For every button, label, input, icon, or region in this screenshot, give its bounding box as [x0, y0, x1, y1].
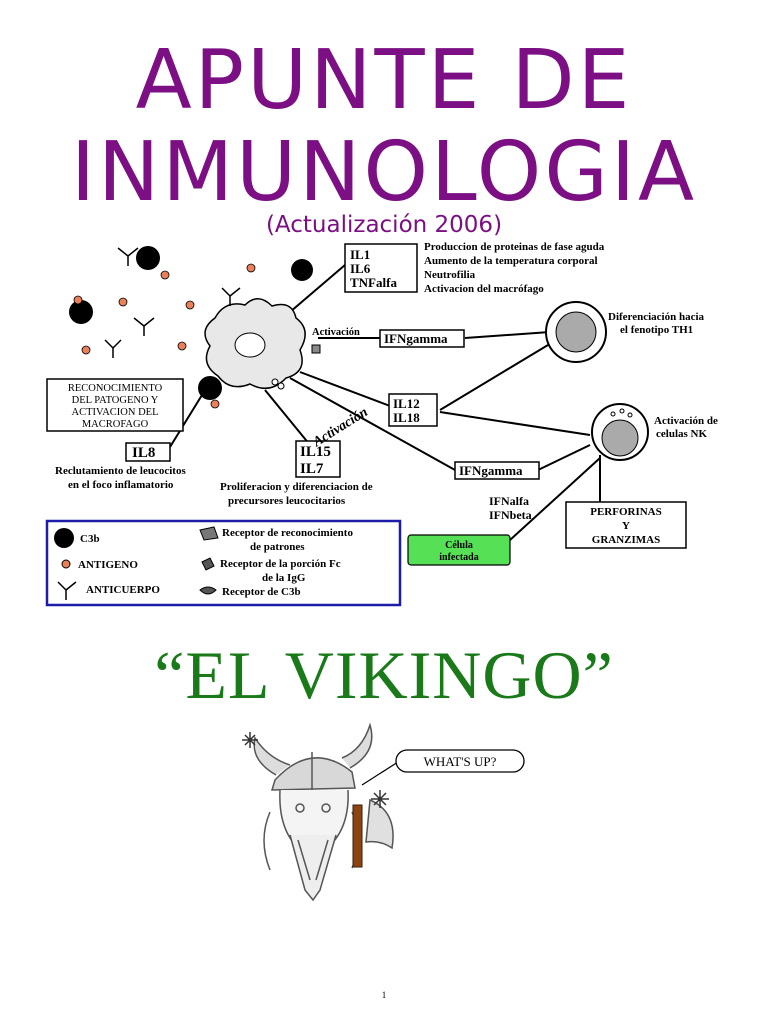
nk-label-2: celulas NK	[656, 428, 707, 440]
legend-c3b-icon	[54, 528, 74, 548]
ifnalfa-label: IFNalfa	[489, 494, 529, 508]
effect-3: Neutrofilia	[424, 269, 476, 281]
speech-text: WHAT'S UP?	[424, 754, 497, 769]
legend-antigen-icon	[61, 559, 71, 569]
legend-receptor-c3b: Receptor de C3b	[222, 586, 301, 598]
c3b-pathogen-shapes	[69, 246, 313, 400]
il8-desc-1: Reclutamiento de leucocitos	[55, 465, 186, 477]
effect-1: Produccion de proteinas de fase aguda	[424, 241, 605, 253]
title-line-2: INMUNOLOGIA	[70, 125, 698, 220]
il12-label: IL12	[393, 396, 420, 411]
th1-cell	[545, 301, 607, 363]
connector-lines	[169, 264, 601, 541]
tnfalfa-label: TNFalfa	[350, 275, 397, 290]
antibody-shapes	[104, 247, 241, 358]
axe-handle	[352, 804, 363, 868]
il6-label: IL6	[350, 261, 371, 276]
il8-desc-2: en el foco inflamatorio	[68, 479, 174, 491]
legend-pattern-receptor-icon	[199, 526, 219, 541]
legend-box	[45, 519, 402, 607]
legend: C3b ANTIGENO ANTICUERPO Receptor de reco…	[54, 526, 353, 600]
il7-label: IL7	[300, 461, 324, 477]
nk-cell	[591, 403, 649, 461]
legend-antigen-label: ANTIGENO	[78, 559, 138, 571]
speech-bubble	[395, 749, 525, 773]
nk-label-1: Activación de	[654, 415, 718, 427]
subtitle: (Actualización 2006)	[265, 212, 503, 238]
activation-label: Activación	[312, 327, 360, 338]
immunology-diagram: IL1 IL6 TNFalfa IFNgamma IL12 IL18 IFNga…	[45, 241, 718, 607]
recognition-line-3: ACTIVACION DEL	[71, 407, 158, 418]
legend-receptor-fc-2: de la IgG	[262, 572, 306, 584]
il15-desc-2: precursores leucocitarios	[228, 495, 346, 507]
perforinas-line-3: GRANZIMAS	[592, 534, 660, 546]
il8-label: IL8	[132, 445, 155, 461]
celula-infectada-box	[407, 534, 511, 566]
celula-line-1: Célula	[445, 540, 473, 551]
legend-antibody-icon	[57, 581, 77, 600]
th1-label-2: el fenotipo TH1	[620, 324, 693, 336]
effect-4: Activacion del macrófago	[424, 283, 544, 295]
recognition-line-2: DEL PATOGENO Y	[72, 395, 159, 406]
legend-receptor-patrones-1: Receptor de reconocimiento	[222, 527, 353, 539]
il18-label: IL18	[393, 410, 420, 425]
recognition-line-4: MACROFAGO	[82, 419, 149, 430]
legend-fc-receptor-icon	[201, 557, 215, 571]
legend-antibody-label: ANTICUERPO	[86, 584, 160, 596]
celula-line-2: infectada	[439, 552, 478, 563]
effect-2: Aumento de la temperatura corporal	[424, 255, 598, 267]
legend-receptor-patrones-2: de patrones	[250, 541, 305, 553]
boxes	[46, 243, 687, 549]
ifnbeta-label: IFNbeta	[489, 508, 532, 522]
legend-c3b-receptor-icon	[199, 586, 217, 595]
viking-illustration: WHAT'S UP?	[242, 722, 525, 902]
viking-title: “EL VIKINGO”	[154, 637, 614, 713]
il1-label: IL1	[350, 247, 370, 262]
page-number: 1	[381, 990, 387, 1000]
legend-receptor-fc-1: Receptor de la porción Fc	[220, 558, 341, 570]
title-line-1: APUNTE DE	[135, 33, 633, 128]
perforinas-line-2: Y	[622, 520, 630, 532]
perforinas-line-1: PERFORINAS	[590, 506, 662, 518]
antigen-shapes	[73, 263, 256, 409]
macrophage	[204, 298, 321, 390]
legend-c3b-label: C3b	[80, 533, 100, 545]
il15-desc-1: Proliferacion y diferenciacion de	[220, 481, 373, 493]
ifngamma-2-label: IFNgamma	[459, 463, 523, 478]
ifngamma-1-label: IFNgamma	[384, 331, 448, 346]
il15-label: IL15	[300, 444, 331, 460]
th1-label-1: Diferenciación hacia	[608, 311, 705, 323]
recognition-line-1: RECONOCIMIENTO	[68, 383, 163, 394]
